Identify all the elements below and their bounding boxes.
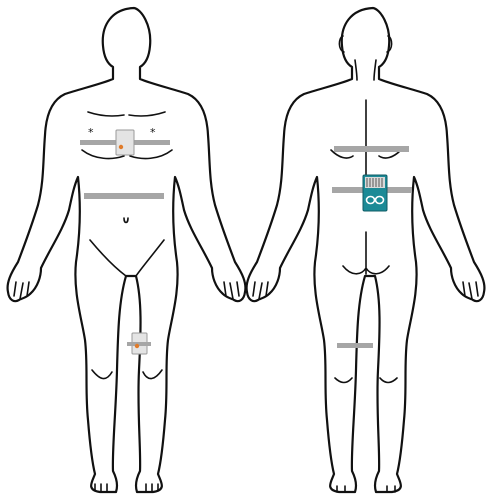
front-marker-left: * [88, 126, 94, 139]
front-waist-strap [84, 193, 164, 199]
front-clavicle-right [128, 111, 166, 117]
back-neck-line-right [373, 59, 377, 81]
back-ear-left [338, 35, 345, 53]
front-pec-left [81, 149, 125, 160]
front-view: * * [6, 6, 247, 494]
front-groin-right [135, 239, 165, 277]
back-hand-left-fingers [252, 281, 269, 300]
back-thigh-strap [337, 343, 373, 348]
infinity-logo-icon [365, 195, 385, 205]
front-knee-left [91, 369, 113, 380]
back-buttock-line [342, 231, 390, 275]
front-toes-left [94, 483, 108, 493]
back-body-outline [245, 6, 486, 494]
chest-sensor-led [118, 144, 124, 150]
front-marker-right: * [150, 126, 156, 139]
back-toes-left [336, 485, 346, 493]
front-toes-right [145, 483, 159, 493]
back-ear-right [386, 35, 393, 53]
front-body-outline [6, 6, 247, 494]
front-hand-right-fingers [223, 281, 240, 300]
back-microcontroller-board [362, 174, 388, 212]
front-hand-left-fingers [13, 281, 30, 300]
thigh-sensor-led [134, 343, 140, 349]
front-pec-right [129, 149, 173, 160]
back-toes-right [386, 485, 396, 493]
front-knee-right [142, 369, 163, 380]
front-groin-left [89, 239, 127, 277]
back-view [245, 6, 486, 494]
front-clavicle-left [87, 111, 125, 117]
back-knee-left [334, 377, 353, 384]
front-navel [123, 217, 129, 224]
back-scapula-left [330, 149, 354, 159]
back-upper-strap [334, 146, 409, 152]
back-neck-line-left [354, 59, 358, 81]
back-knee-right [379, 377, 398, 384]
back-hand-right-fingers [462, 281, 479, 300]
front-thigh-sensor [127, 332, 151, 355]
front-chest-sensor [115, 129, 135, 156]
